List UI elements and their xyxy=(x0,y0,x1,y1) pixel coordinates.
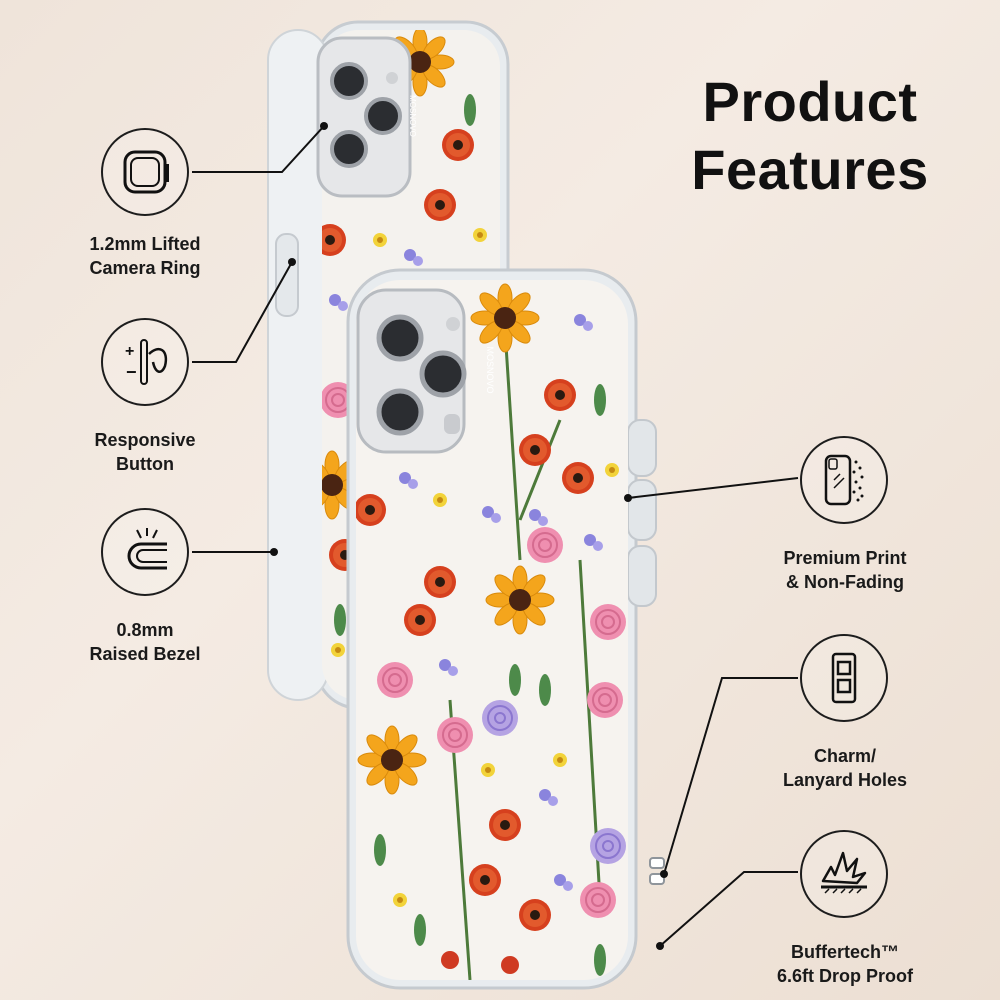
svg-text:+: + xyxy=(125,343,134,360)
raised-bezel-icon xyxy=(127,528,167,570)
drop-proof-label-line-1: Buffertech™ xyxy=(790,942,899,962)
premium-print-label: Premium Print & Non-Fading xyxy=(750,546,940,594)
raised-bezel-label-line-1: 0.8mm xyxy=(116,620,174,640)
leader-lines xyxy=(192,125,799,947)
camera-ring-icon xyxy=(123,150,169,194)
brand-mark-front: MOSNOVO xyxy=(485,346,495,393)
drop-proof-icon xyxy=(821,851,867,894)
front-phone-case: MOSNOVO xyxy=(346,268,665,990)
responsive-button-icon: + − xyxy=(125,339,168,385)
premium-print-label-line-2: & Non-Fading xyxy=(786,572,904,592)
lanyard-holes-feature-circle xyxy=(800,634,888,722)
drop-proof-feature-circle xyxy=(800,830,888,918)
raised-bezel-label: 0.8mm Raised Bezel xyxy=(60,618,230,666)
responsive-button-feature-circle: + − xyxy=(101,318,189,406)
camera-ring-label: 1.2mm Lifted Camera Ring xyxy=(60,232,230,280)
title-line-2: Features xyxy=(691,138,929,201)
camera-ring-feature-circle xyxy=(101,128,189,216)
lanyard-holes-label: Charm/ Lanyard Holes xyxy=(750,744,940,792)
page-title: Product Features xyxy=(660,68,960,204)
premium-print-icon xyxy=(824,454,864,506)
lanyard-holes-label-line-1: Charm/ xyxy=(813,746,876,766)
premium-print-label-line-1: Premium Print xyxy=(783,548,907,568)
premium-print-feature-circle xyxy=(800,436,888,524)
responsive-button-label: Responsive Button xyxy=(60,428,230,476)
title-line-1: Product xyxy=(702,70,918,133)
lanyard-holes-icon xyxy=(831,652,857,704)
responsive-button-label-line-2: Button xyxy=(116,454,174,474)
svg-text:−: − xyxy=(126,362,137,382)
brand-mark-back: MOSNOVO xyxy=(408,95,417,137)
camera-ring-label-line-1: 1.2mm Lifted xyxy=(89,234,201,254)
raised-bezel-feature-circle xyxy=(101,508,189,596)
responsive-button-label-line-1: Responsive xyxy=(94,430,196,450)
raised-bezel-label-line-2: Raised Bezel xyxy=(89,644,201,664)
drop-proof-label: Buffertech™ 6.6ft Drop Proof xyxy=(740,940,950,988)
camera-ring-label-line-2: Camera Ring xyxy=(89,258,201,278)
lanyard-holes-label-line-2: Lanyard Holes xyxy=(782,770,908,790)
drop-proof-label-line-2: 6.6ft Drop Proof xyxy=(776,966,913,986)
